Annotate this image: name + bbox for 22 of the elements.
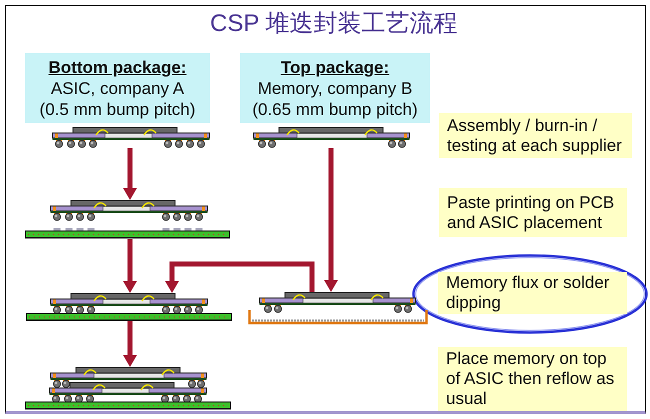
package-heading: Bottom package:	[48, 57, 186, 78]
arrow	[165, 262, 314, 293]
arrow	[324, 148, 338, 292]
package-over-tray-drawing	[248, 292, 428, 325]
package-heading: Top package:	[280, 57, 390, 78]
step-note: Place memory on top of ASIC then reflow as usual	[438, 347, 627, 411]
package-header	[25, 53, 210, 123]
package-drawing	[253, 127, 410, 148]
package-drawing	[52, 127, 210, 148]
package-over-pcb-drawing	[25, 200, 230, 239]
title: CSP 堆迭封装工艺流程	[210, 9, 458, 39]
step-note: Paste printing on PCB and ASIC placement	[439, 188, 627, 237]
arrow	[123, 148, 137, 200]
arrow	[123, 321, 137, 367]
package-header	[240, 53, 430, 123]
stacked-packages-drawing	[25, 367, 231, 410]
package-on-pcb-drawing	[26, 293, 232, 321]
step-note: Memory flux or solder dipping	[438, 272, 627, 314]
step-note: Assembly / burn-in / testing at each supplier	[439, 113, 632, 158]
arrow	[123, 239, 137, 293]
package-description: ASIC, company A (0.5 mm bump pitch)	[38, 78, 196, 120]
package-description: Memory, company B (0.65 mm bump pitch)	[251, 78, 419, 120]
